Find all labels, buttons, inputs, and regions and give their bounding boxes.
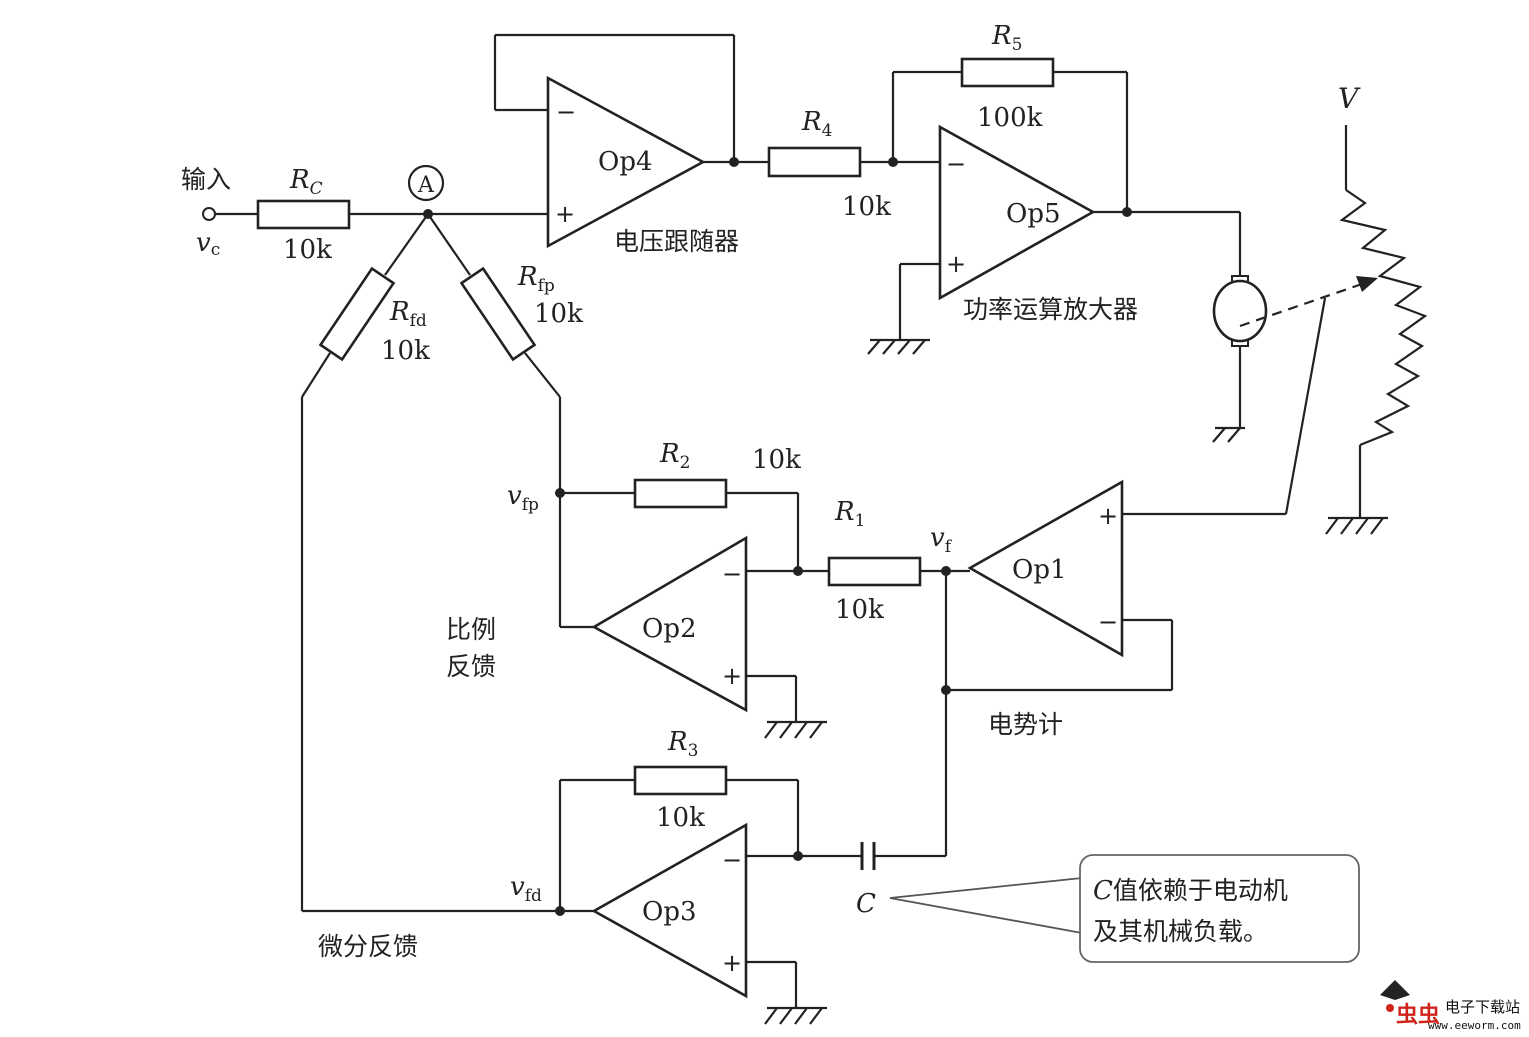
- ground-op2: [764, 720, 827, 739]
- op1-label: Op1: [1012, 555, 1067, 585]
- watermark-logo: [1380, 980, 1410, 1012]
- vf-label: vf: [930, 523, 953, 557]
- op4-minus-sign: −: [556, 98, 576, 126]
- opamp-op5: [938, 124, 1096, 301]
- ground-motor: [1212, 426, 1245, 443]
- potentiometer-label: 电势计: [988, 710, 1063, 739]
- junction-op1-loop: [941, 685, 951, 695]
- op3-label: Op3: [642, 897, 697, 927]
- opamp-op2: [591, 535, 748, 713]
- capacitor-label: C: [856, 889, 876, 919]
- vfp-label: vfp: [507, 481, 539, 515]
- input-label: 输入: [181, 165, 231, 194]
- supply-v-label: V: [1338, 82, 1361, 115]
- ground-op3: [764, 1006, 827, 1025]
- capacitor-c: [860, 842, 876, 870]
- junction-op5-in: [888, 157, 898, 167]
- r4-label: R4: [801, 107, 832, 141]
- opamp-op3: [591, 822, 748, 999]
- rfd-label: Rfd: [389, 297, 427, 331]
- prop-feedback-line2: 反馈: [446, 652, 496, 681]
- resistor-r2: [633, 478, 728, 509]
- rc-value: 10k: [283, 235, 332, 265]
- ground-pot: [1325, 516, 1388, 535]
- op3-plus-sign: +: [722, 949, 742, 977]
- r2-value: 10k: [752, 445, 801, 475]
- vc-label: vc: [196, 228, 220, 260]
- op4-label: Op4: [598, 147, 653, 177]
- resistor-rc: [256, 199, 351, 230]
- op5-label: Op5: [1006, 199, 1061, 229]
- potentiometer: [1339, 189, 1428, 447]
- r3-label: R3: [667, 727, 698, 761]
- callout-note: [889, 854, 1360, 963]
- node-a-marker: [407, 164, 445, 202]
- watermark-brand: 虫虫: [1396, 1002, 1440, 1028]
- junction-op4-out: [729, 157, 739, 167]
- callout-line1: C值依赖于电动机: [1093, 876, 1288, 906]
- op1-minus-sign: −: [1098, 608, 1118, 636]
- mechanical-link: [1239, 282, 1363, 328]
- rfp-value: 10k: [534, 299, 583, 329]
- power-amp-label: 功率运算放大器: [963, 295, 1138, 324]
- junction-vfp: [555, 488, 565, 498]
- resistor-rfd: [318, 266, 396, 362]
- op4-plus-sign: +: [555, 200, 575, 228]
- rfp-label: Rfp: [517, 262, 555, 296]
- r3-value: 10k: [656, 803, 705, 833]
- r4-value: 10k: [842, 192, 891, 222]
- op1-plus-sign: +: [1098, 502, 1118, 530]
- resistor-rfp: [459, 266, 537, 362]
- resistor-r3: [633, 765, 728, 796]
- ground-op5: [867, 338, 930, 355]
- op2-label: Op2: [642, 614, 697, 644]
- r5-label: R5: [991, 21, 1022, 55]
- resistor-r4: [767, 146, 862, 178]
- rfd-value: 10k: [381, 336, 430, 366]
- junction-op3-in: [793, 851, 803, 861]
- junction-vf: [941, 566, 951, 576]
- op5-minus-sign: −: [946, 150, 966, 178]
- watermark-title: 电子下载站: [1445, 998, 1520, 1016]
- r1-value: 10k: [835, 595, 884, 625]
- junction-op5-out: [1122, 207, 1132, 217]
- opamp-op1: [967, 479, 1124, 658]
- vfd-label: vfd: [510, 872, 542, 906]
- watermark-url: www.eeworm.com: [1428, 1019, 1521, 1032]
- junction-node-a: [423, 209, 433, 219]
- motor: [1212, 275, 1268, 347]
- junction-op2-in: [793, 566, 803, 576]
- callout-line2: 及其机械负载。: [1093, 917, 1268, 946]
- wires: [215, 33, 1362, 1008]
- rc-label: RC: [289, 165, 323, 199]
- op2-plus-sign: +: [722, 662, 742, 690]
- junction-vfd: [555, 906, 565, 916]
- opamp-op4: [546, 75, 706, 249]
- r5-value: 100k: [977, 103, 1043, 133]
- node-a-label: A: [417, 173, 435, 198]
- r2-label: R2: [659, 439, 690, 473]
- op2-minus-sign: −: [722, 560, 742, 588]
- prop-feedback-line1: 比例: [446, 615, 496, 644]
- resistor-r5: [960, 57, 1055, 88]
- diff-feedback-label: 微分反馈: [318, 932, 418, 961]
- follower-label: 电压跟随器: [614, 227, 739, 256]
- wiper-arrow: [1356, 276, 1378, 292]
- op5-plus-sign: +: [946, 250, 966, 278]
- op3-minus-sign: −: [722, 846, 742, 874]
- r1-label: R1: [834, 497, 865, 531]
- input-terminal: [202, 207, 216, 221]
- resistor-r1: [827, 556, 922, 587]
